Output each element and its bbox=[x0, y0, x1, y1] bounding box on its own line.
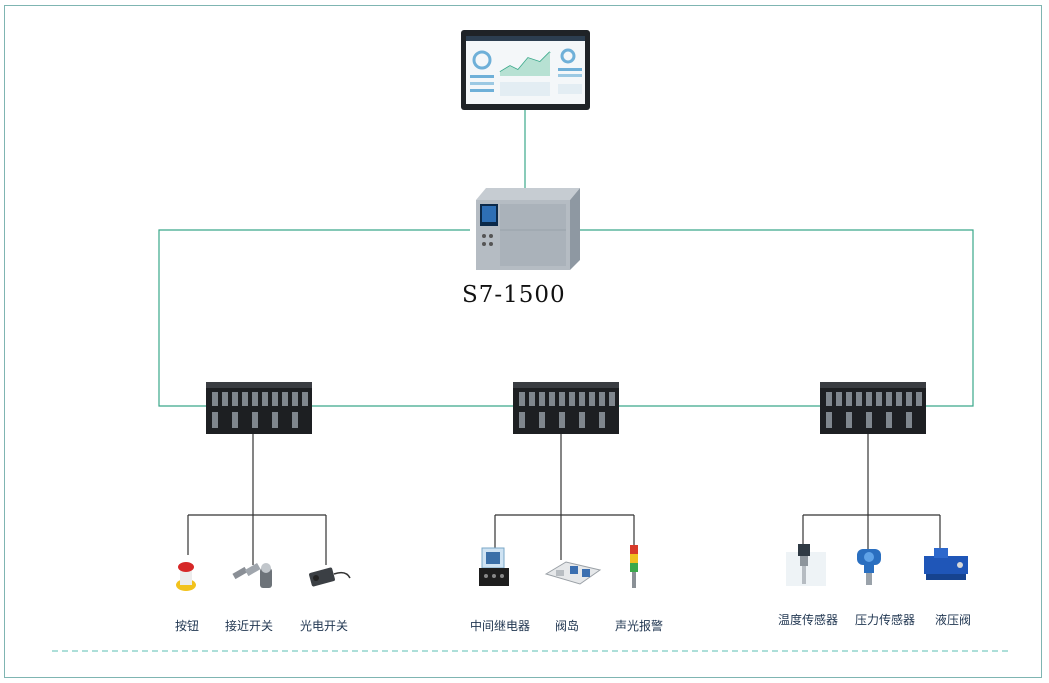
signal-tower-icon bbox=[630, 545, 638, 588]
device-label-proximity-switch: 接近开关 bbox=[224, 619, 274, 633]
push-button-icon bbox=[176, 562, 196, 591]
hydraulic-valve-icon bbox=[924, 548, 968, 580]
drop-lines-1 bbox=[187, 434, 327, 565]
device-label-pressure-sensor: 压力传感器 bbox=[854, 613, 916, 627]
device-label-signal-tower: 声光报警 bbox=[614, 619, 664, 633]
plc-label: S7-1500 bbox=[462, 282, 566, 308]
relay-icon bbox=[479, 547, 509, 586]
temperature-sensor-icon bbox=[786, 544, 826, 586]
io-station-2-icon bbox=[513, 382, 619, 434]
device-label-relay: 中间继电器 bbox=[469, 619, 531, 633]
hmi-panel-icon bbox=[461, 30, 590, 110]
proximity-switch-icon bbox=[232, 563, 272, 588]
valve-island-icon bbox=[544, 561, 602, 585]
device-label-valve-island: 阀岛 bbox=[554, 619, 580, 633]
device-label-hydraulic-valve: 液压阀 bbox=[934, 613, 972, 627]
plc-cpu-icon bbox=[476, 188, 580, 270]
drop-lines-3 bbox=[802, 434, 941, 550]
diagram-frame bbox=[4, 5, 1042, 678]
device-label-photoelectric-switch: 光电开关 bbox=[299, 619, 349, 633]
device-label-temperature-sensor: 温度传感器 bbox=[777, 613, 839, 627]
drop-lines-2 bbox=[494, 434, 635, 560]
device-label-push-button: 按钮 bbox=[174, 619, 200, 633]
pressure-sensor-icon bbox=[857, 549, 881, 585]
io-station-3-icon bbox=[820, 382, 926, 434]
photoelectric-switch-icon bbox=[309, 567, 351, 587]
io-station-1-icon bbox=[206, 382, 312, 434]
